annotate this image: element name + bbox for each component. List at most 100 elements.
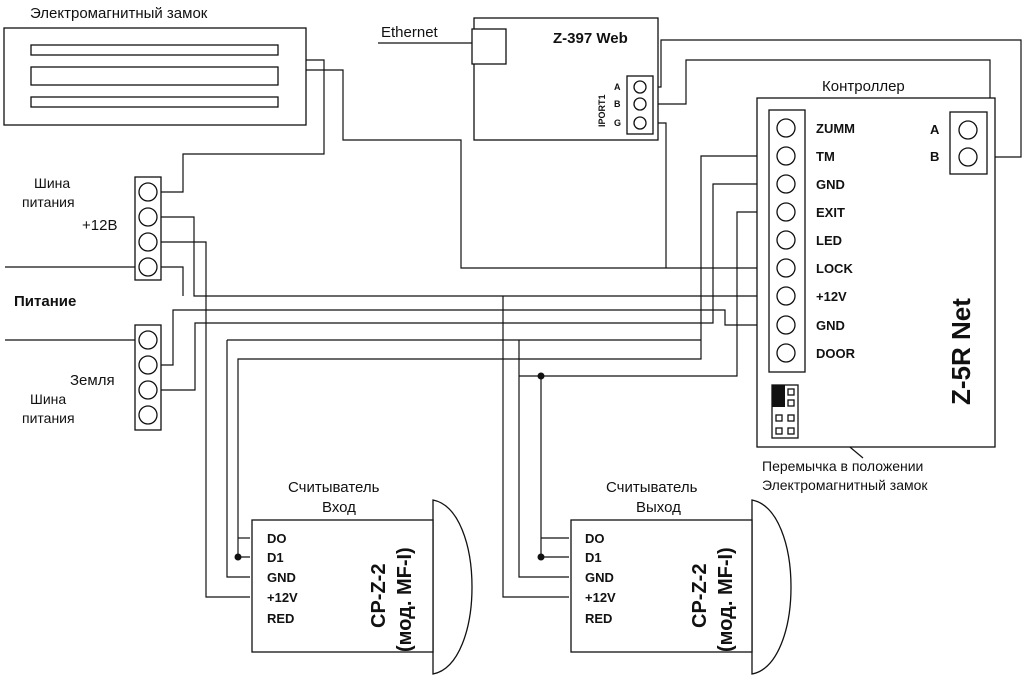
wire-bus-g <box>640 122 667 268</box>
lock-title: Электромагнитный замок <box>30 5 208 22</box>
pin-label-bus-b: B <box>930 149 939 164</box>
bus-top-label-1: Шина <box>34 175 70 191</box>
ethernet-port <box>471 28 507 65</box>
wire-12v-reader-out <box>160 266 184 296</box>
jumper-cap <box>772 385 785 407</box>
iport-terminal-g <box>633 116 647 130</box>
bus-top-label-2: питания <box>22 194 75 210</box>
pin-label-zumm: ZUMM <box>816 121 855 136</box>
bus-bottom-label-2: питания <box>22 410 75 426</box>
supply-label: Питание <box>14 293 76 310</box>
reader-in-pin-12v: +12V <box>267 590 298 605</box>
z397-title: Z-397 Web <box>553 30 628 47</box>
jumper-note-line2: Электромагнитный замок <box>762 477 928 493</box>
bus-plus-terminal <box>138 207 158 227</box>
reader-in-pin-d1: D1 <box>267 550 284 565</box>
wire-lock-to-lock <box>306 69 786 269</box>
reader-entry: Считыватель Вход DO D1 GND +12V RED CP-Z… <box>251 479 473 675</box>
reader-out-pin-d1: D1 <box>585 550 602 565</box>
terminal-tm <box>776 146 796 166</box>
terminal-bus-a <box>958 120 978 140</box>
bus-plus-terminal <box>138 257 158 277</box>
electromagnetic-lock: Электромагнитный замок <box>3 5 307 126</box>
terminal-exit <box>776 202 796 222</box>
pin-label-tm: TM <box>816 149 835 164</box>
jumper-pin <box>787 427 795 435</box>
bus-ground-terminal <box>138 355 158 375</box>
bus-ground-terminal <box>138 380 158 400</box>
reader-out-model-1: CP-Z-2 <box>689 564 711 628</box>
terminal-led <box>776 230 796 250</box>
bus-ground-terminal <box>138 405 158 425</box>
terminal-bus-b <box>958 147 978 167</box>
z397-web-module: Ethernet Z-397 Web IPORT1 A B G <box>381 17 659 141</box>
terminal-zumm <box>776 118 796 138</box>
junction-reader-in <box>234 553 242 561</box>
bus-bottom-label-1: Шина <box>30 391 66 407</box>
junctions <box>234 372 545 561</box>
reader-out-title-1: Считыватель <box>606 479 698 496</box>
plus-12v-label: +12В <box>82 217 117 234</box>
iport-pin-b: B <box>614 99 621 109</box>
pin-label-exit: EXIT <box>816 205 845 220</box>
lock-bar-top <box>30 44 279 56</box>
reader-in-pin-do: DO <box>267 531 287 546</box>
wire-tm <box>237 155 786 558</box>
terminal-gnd-2 <box>776 315 796 335</box>
wire-12v-reader-in <box>160 241 250 598</box>
iport-label: IPORT1 <box>597 94 607 127</box>
iport-pin-a: A <box>614 82 621 92</box>
wire-gnd-reader-in <box>226 340 250 578</box>
reader-out-pin-12v: +12V <box>585 590 616 605</box>
power-bus-ground: Земля Шина питания <box>22 324 162 431</box>
ground-label: Земля <box>70 372 115 389</box>
wire-12v-reader-out-down <box>502 296 569 598</box>
lock-bar-middle <box>30 66 279 86</box>
pin-label-led: LED <box>816 233 842 248</box>
pin-label-lock: LOCK <box>816 261 853 276</box>
jumper-pin <box>775 427 783 435</box>
reader-in-pin-gnd: GND <box>267 570 296 585</box>
reader-in-model-1: CP-Z-2 <box>368 564 390 628</box>
wire-12v-ctrl <box>160 216 786 297</box>
iport-pin-g: G <box>614 118 621 128</box>
junction-reader-out-top <box>537 372 545 380</box>
reader-exit: Считыватель Выход DO D1 GND +12V RED CP-… <box>570 479 792 675</box>
wire-gnd-reader-out <box>518 340 569 578</box>
jumper-pin <box>787 399 795 407</box>
ethernet-label: Ethernet <box>381 24 439 41</box>
controller-model: Z-5R Net <box>946 298 976 405</box>
wire-lock-to-bus <box>160 59 325 193</box>
pin-label-12v: +12V <box>816 289 847 304</box>
jumper-note-line1: Перемычка в положении <box>762 458 923 474</box>
controller: Контроллер ZUMM TM GND EXIT LED LOCK +12… <box>756 78 996 448</box>
terminal-lock <box>776 258 796 278</box>
wire-gnd-2 <box>160 183 786 391</box>
pin-label-door: DOOR <box>816 346 856 361</box>
reader-out-pin-red: RED <box>585 611 612 626</box>
pin-label-gnd-2: GND <box>816 318 845 333</box>
reader-out-dome <box>751 499 792 675</box>
pin-label-gnd-1: GND <box>816 177 845 192</box>
iport-terminal-a <box>633 80 647 94</box>
bus-plus-terminal <box>138 232 158 252</box>
reader-in-model-2: (мод. MF-I) <box>394 547 416 652</box>
reader-in-pin-red: RED <box>267 611 294 626</box>
reader-in-dome <box>432 499 473 675</box>
reader-in-body <box>251 519 434 653</box>
reader-out-body <box>570 519 753 653</box>
jumper-pin <box>787 414 795 422</box>
bus-ground-terminal <box>138 330 158 350</box>
controller-caption: Контроллер <box>822 78 905 95</box>
jumper-pin <box>775 414 783 422</box>
reader-out-pin-do: DO <box>585 531 605 546</box>
wire-gnd-1 <box>160 309 786 366</box>
junction-reader-out <box>537 553 545 561</box>
reader-in-title-1: Считыватель <box>288 479 380 496</box>
reader-in-title-2: Вход <box>322 499 356 516</box>
reader-out-model-2: (мод. MF-I) <box>715 547 737 652</box>
terminal-door <box>776 343 796 363</box>
bus-plus-terminal <box>138 182 158 202</box>
reader-out-title-2: Выход <box>636 499 681 516</box>
